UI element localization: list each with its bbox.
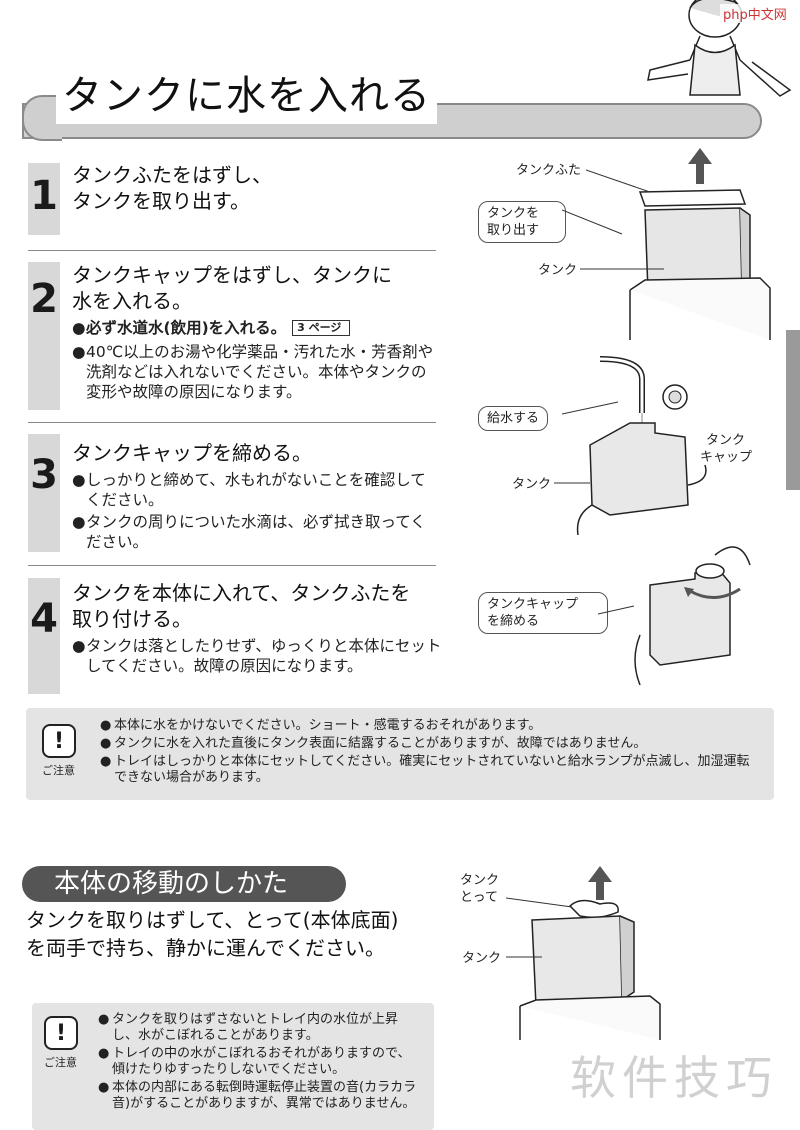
leader-line bbox=[598, 605, 635, 615]
divider bbox=[28, 250, 436, 251]
step-3-bullet-1: ●しっかりと締めて、水もれがないことを確認してください。 bbox=[72, 471, 426, 509]
step-1-heading: タンクふたをはずし、 タンクを取り出す。 bbox=[72, 163, 272, 213]
step-3-number-box bbox=[28, 434, 60, 552]
caution-2-item-3: ●本体の内部にある転倒時運転停止装置の音(カラカラ音)がすることがありますが、異… bbox=[98, 1080, 417, 1111]
bottom-watermark: 软件技巧 bbox=[570, 1051, 778, 1105]
leader-line bbox=[554, 482, 590, 484]
step-4-heading: タンクを本体に入れて、タンクふたを 取り付ける。 bbox=[72, 581, 411, 631]
water-supply-illustration bbox=[576, 356, 707, 536]
brand-watermark: php中文网 bbox=[720, 4, 790, 23]
supply-water-callout: 給水する bbox=[478, 406, 549, 431]
leader-line bbox=[506, 956, 542, 958]
label-tank-cap: タンク キャップ bbox=[700, 433, 753, 465]
leader-line bbox=[562, 209, 623, 235]
label-tank-lid: タンクふた bbox=[516, 163, 582, 178]
step-3-bullet-2: ●タンクの周りについた水滴は、必ず拭き取ってください。 bbox=[72, 513, 426, 551]
step-3-number: 3 bbox=[30, 452, 58, 498]
section-2-body: タンクを取りはずして、とって(本体底面) を両手で持ち、静かに運んでください。 bbox=[26, 908, 399, 960]
leader-line bbox=[580, 268, 664, 270]
title-cap bbox=[22, 95, 62, 141]
step-2-heading: タンクキャップをはずし、タンクに 水を入れる。 bbox=[72, 263, 392, 313]
caution-label: ご注意 bbox=[42, 764, 75, 777]
label-tank-2: タンク bbox=[512, 477, 552, 492]
step-3-heading: タンクキャップを締める。 bbox=[72, 441, 312, 465]
caution-icon: ! bbox=[44, 1016, 78, 1050]
caution-box-2 bbox=[32, 1003, 434, 1130]
step-2-bullet-1: ●必ず水道水(飲用)を入れる。3 ページ bbox=[72, 318, 442, 338]
page-reference[interactable]: 3 ページ bbox=[292, 320, 351, 336]
tighten-cap-callout: タンクキャップ を締める bbox=[478, 592, 608, 634]
step-4-number-box bbox=[28, 578, 60, 694]
divider bbox=[28, 565, 436, 566]
section-2-header bbox=[22, 866, 346, 902]
caution-1-item-2: ●タンクに水を入れた直後にタンク表面に結露することがありますが、故障ではありませ… bbox=[100, 736, 647, 751]
side-tab bbox=[786, 330, 800, 490]
caution-label: ご注意 bbox=[44, 1056, 77, 1069]
page-title: タンクに水を入れる bbox=[56, 68, 437, 124]
caution-2-item-2: ●トレイの中の水がこぼれるおそれがありますので、傾けたりゆすったりしないでくださ… bbox=[98, 1046, 411, 1077]
divider bbox=[28, 422, 436, 423]
step-2-number: 2 bbox=[30, 276, 58, 322]
caution-icon: ! bbox=[42, 724, 76, 758]
step-1-number: 1 bbox=[30, 173, 58, 219]
tank-removal-illustration bbox=[629, 148, 771, 340]
leader-line bbox=[506, 897, 573, 908]
section-2-title: 本体の移動のしかた bbox=[54, 869, 289, 899]
step-4-number: 4 bbox=[30, 596, 58, 642]
label-tank-handle: タンク とって bbox=[460, 873, 500, 905]
step-1-number-box bbox=[28, 163, 60, 235]
step-4-bullet-1: ●タンクは落としたりせず、ゆっくりと本体にセットしてください。故障の原因になりま… bbox=[72, 637, 442, 675]
step-2-number-box bbox=[28, 262, 60, 410]
step-2-bullet-2: ●40℃以上のお湯や化学薬品・汚れた水・芳香剤や洗剤などは入れないでください。本… bbox=[72, 343, 434, 401]
caution-box-1 bbox=[26, 708, 774, 800]
caution-2-item-1: ●タンクを取りはずさないとトレイ内の水位が上昇し、水がこぼれることがあります。 bbox=[98, 1012, 399, 1043]
take-out-callout: タンクを 取り出す bbox=[478, 201, 566, 243]
tighten-cap-illustration bbox=[634, 546, 751, 685]
caution-1-item-3: ●トレイはしっかりと本体にセットしてください。確実にセットされていないと給水ラン… bbox=[100, 754, 750, 785]
moving-illustration bbox=[519, 866, 661, 1040]
leader-line bbox=[562, 401, 619, 415]
caution-1-item-1: ●本体に水をかけないでください。ショート・感電するおそれがあります。 bbox=[100, 718, 542, 733]
leader-line bbox=[586, 169, 651, 193]
label-tank: タンク bbox=[538, 263, 578, 278]
label-tank-3: タンク bbox=[462, 951, 502, 966]
